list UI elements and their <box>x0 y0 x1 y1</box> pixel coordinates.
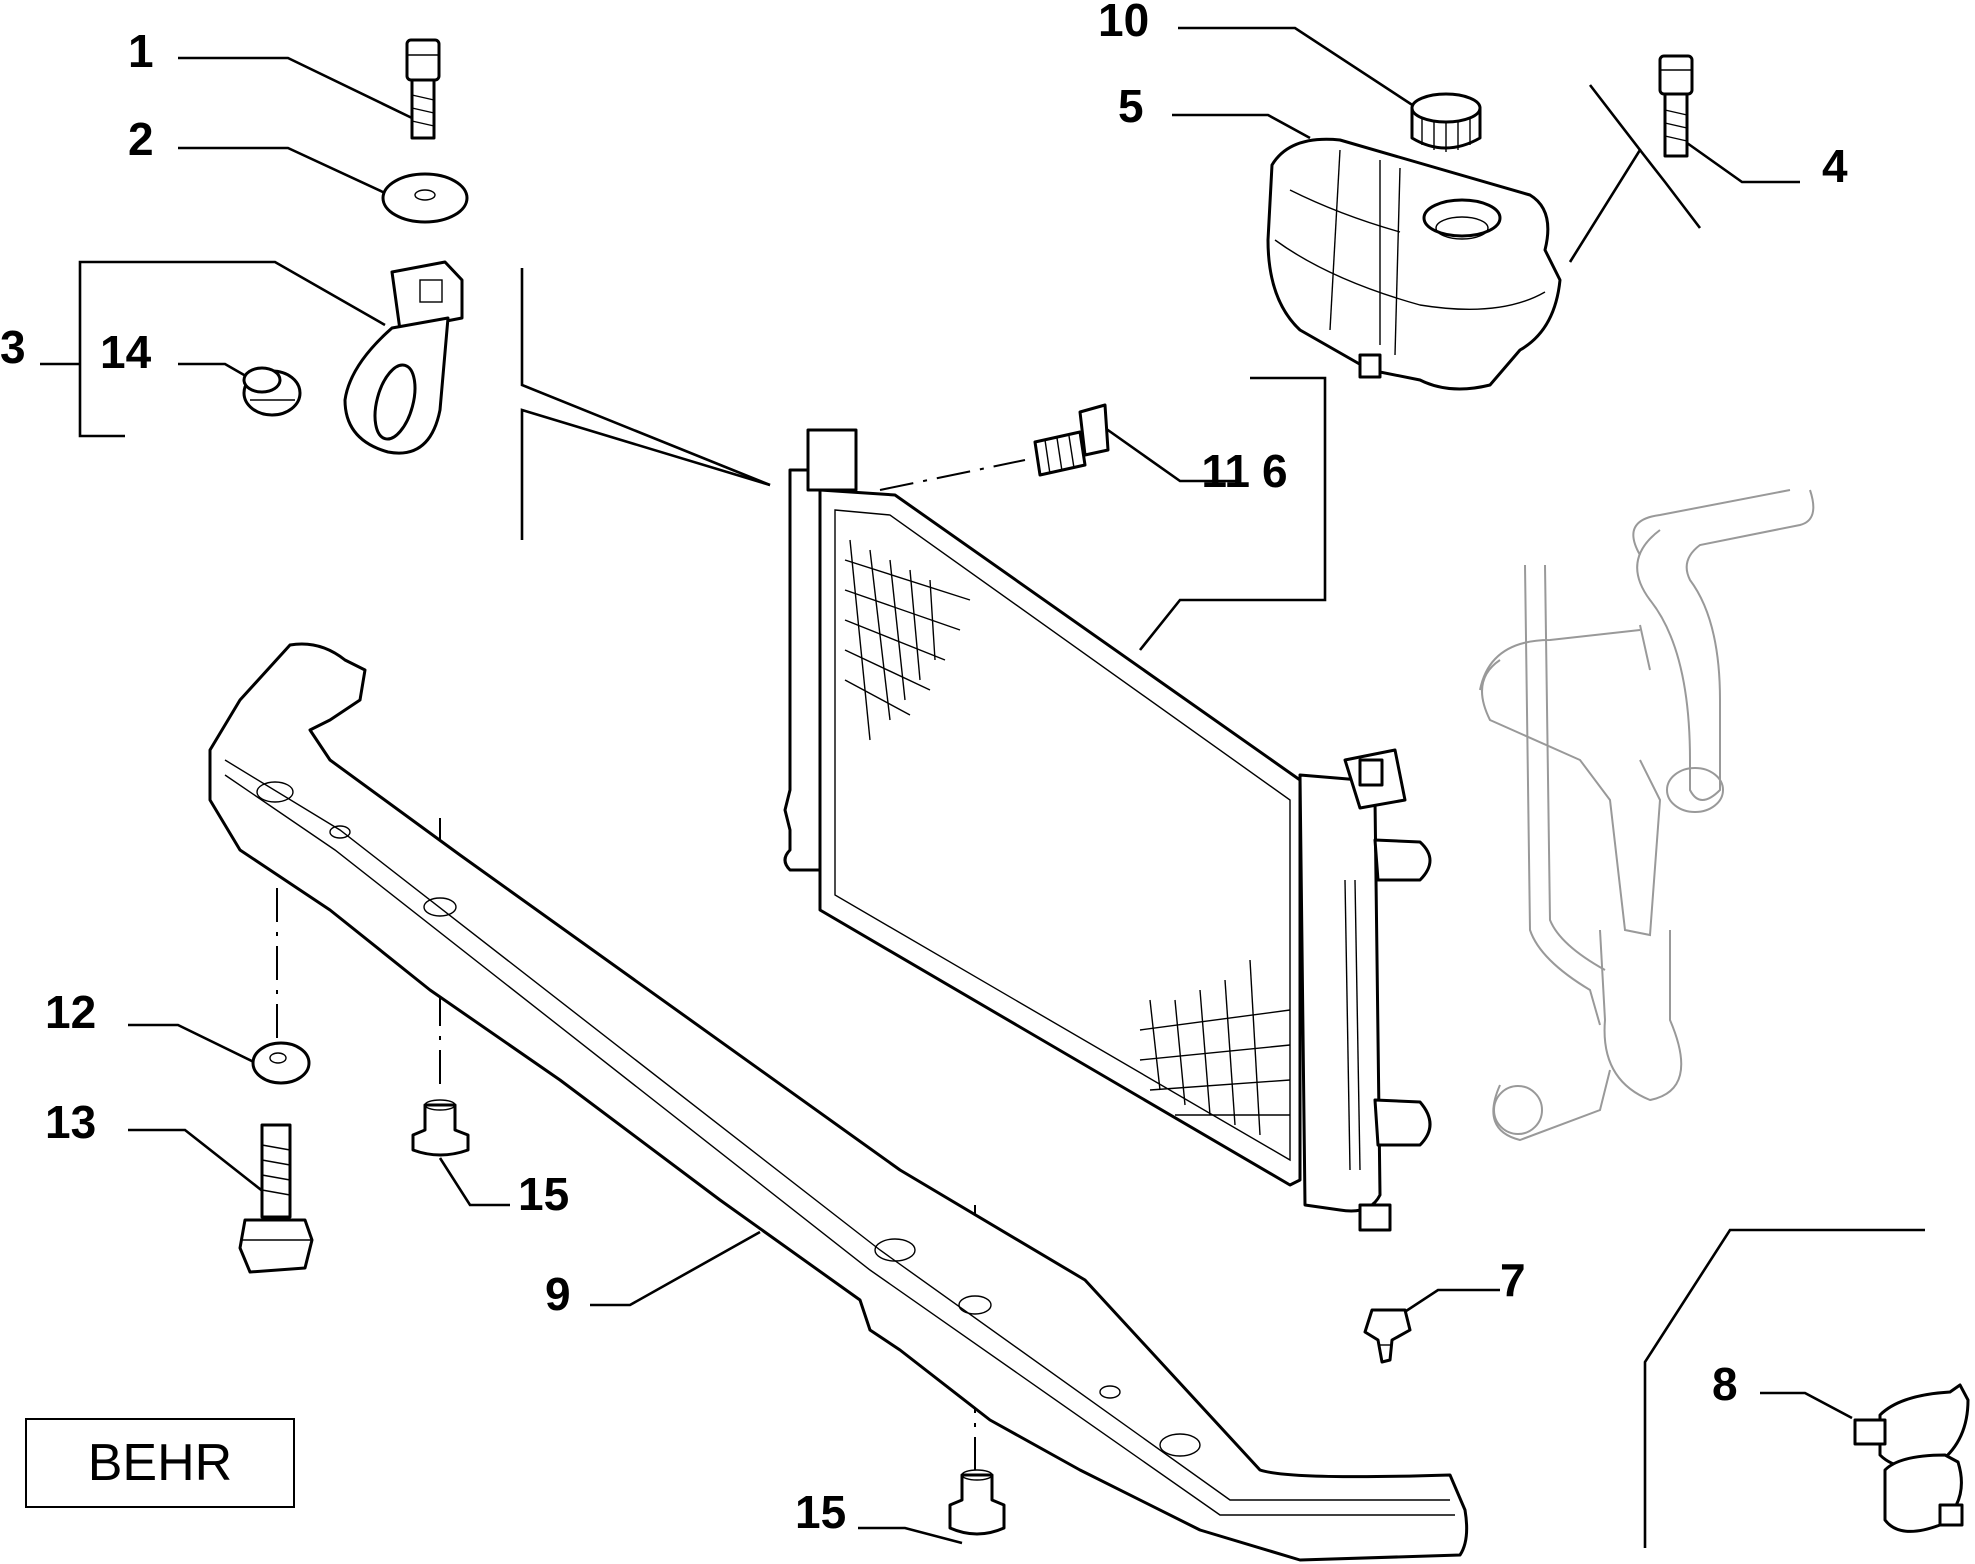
callout-9: 9 <box>545 1268 571 1320</box>
callout-numbers: 1 2 3 4 5 6 7 8 9 10 11 12 13 14 15 15 <box>0 0 1848 1538</box>
washer-part-12 <box>251 1041 311 1085</box>
crossmember-part-9 <box>208 642 1469 1562</box>
bolt-part-4 <box>1658 54 1694 158</box>
expansion-tank-part-5 <box>1266 137 1562 391</box>
drain-plug-part-11 <box>1033 403 1110 477</box>
callout-15-lower: 15 <box>795 1486 846 1538</box>
callout-11: 11 <box>1201 445 1250 497</box>
plug-part-7 <box>1363 1308 1412 1364</box>
callout-12: 12 <box>45 986 96 1038</box>
callout-13: 13 <box>45 1096 96 1148</box>
callout-15-upper: 15 <box>518 1168 569 1220</box>
stud-part-15-upper <box>411 1099 470 1157</box>
filler-cap-part-10 <box>1410 92 1482 152</box>
bolt-part-13 <box>238 1123 314 1274</box>
washer-part-2 <box>381 172 469 224</box>
stud-part-15-lower <box>948 1469 1006 1536</box>
callout-7: 7 <box>1500 1254 1526 1306</box>
radiator-part-6 <box>783 428 1432 1232</box>
hoses-background <box>1479 489 1815 1142</box>
brand-label: BEHR <box>87 1434 233 1492</box>
callout-8: 8 <box>1712 1358 1738 1410</box>
hose-clamp-part-8 <box>1853 1383 1970 1533</box>
callout-4: 4 <box>1822 140 1848 192</box>
brand-label-box: BEHR <box>25 1418 295 1508</box>
leader-lines <box>40 26 1925 1548</box>
callout-1: 1 <box>128 25 154 77</box>
bolt-part-1 <box>405 38 441 140</box>
callout-14: 14 <box>100 326 152 378</box>
callout-2: 2 <box>128 113 154 165</box>
callout-5: 5 <box>1118 80 1144 132</box>
callout-10: 10 <box>1098 0 1149 46</box>
callout-3: 3 <box>0 321 26 373</box>
bracket-part-3 <box>343 260 464 455</box>
grommet-part-14 <box>242 366 302 417</box>
callout-6: 6 <box>1262 445 1288 497</box>
